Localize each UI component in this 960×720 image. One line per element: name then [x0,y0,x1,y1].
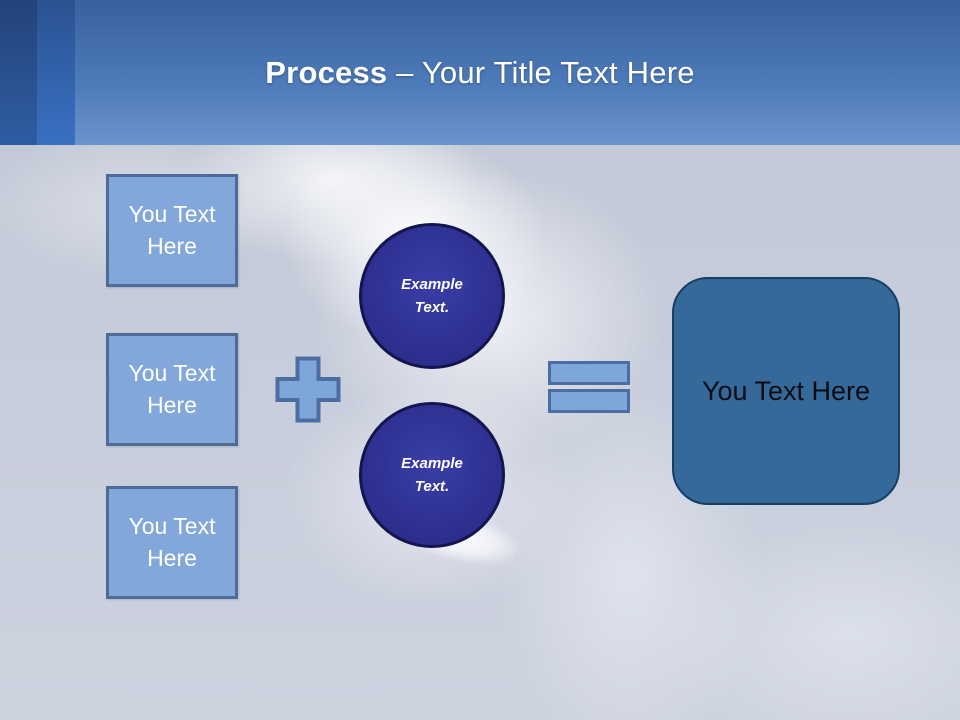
equals-shape-top-bar [548,361,630,385]
title-subtitle: – Your Title Text Here [396,55,695,90]
result-box[interactable]: You Text Here [672,277,900,505]
input-box-1-label: You Text Here [128,200,216,259]
header-accent-stripe-dark [0,0,37,145]
input-box-2[interactable]: You Text Here [106,333,238,446]
result-box-label: You Text Here [701,375,871,406]
example-circle-1-label: Example Text. [401,275,463,316]
input-box-1[interactable]: You Text Here [106,174,238,287]
example-circle-2-label: Example Text. [401,454,463,495]
input-box-2-label: You Text Here [128,359,216,418]
plus-shape [275,356,341,423]
header-accent-stripe-light [37,0,75,145]
equals-shape-bottom-bar [548,389,630,413]
example-circle-2[interactable]: Example Text. [359,402,505,548]
example-circle-1[interactable]: Example Text. [359,223,505,369]
slide-title[interactable]: Process – Your Title Text Here [0,55,960,91]
input-box-3[interactable]: You Text Here [106,486,238,599]
slide-header: Process – Your Title Text Here [0,0,960,145]
title-keyword: Process [265,55,388,90]
input-box-3-label: You Text Here [128,512,216,571]
